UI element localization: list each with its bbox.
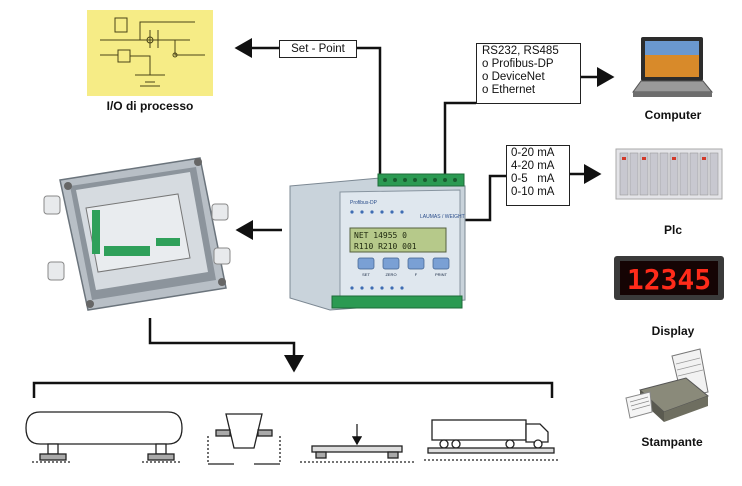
device-key[interactable] <box>432 257 450 270</box>
device-key[interactable] <box>407 257 425 270</box>
printer-label: Stampante <box>641 435 703 449</box>
key-label: PRINT <box>435 272 448 277</box>
serial-output-item: RS232, RS485 <box>482 45 559 57</box>
key-label: ZERO <box>385 272 396 277</box>
platform-scale-application <box>300 424 414 463</box>
serial-output-item: o Ethernet <box>482 84 536 96</box>
device-key[interactable] <box>357 257 375 270</box>
serial-output-item: o Profibus-DP <box>482 58 554 70</box>
plc-label: Plc <box>663 223 682 237</box>
device-key[interactable] <box>382 257 400 270</box>
serial-output-item: o DeviceNet <box>482 71 545 83</box>
analog-output-item: 4-20 mA <box>511 160 555 172</box>
key-label: SET <box>362 272 370 277</box>
display-label: Display <box>651 324 695 338</box>
setpoint-label: Set - Point <box>291 43 345 55</box>
analog-outputs-box: 0-20 mA 4-20 mA 0-5 mA 0-10 mA <box>506 145 570 206</box>
serial-outputs-box: RS232, RS485 o Profibus-DP o DeviceNet o… <box>476 43 581 104</box>
analog-output-item: 0-5 mA <box>511 173 555 185</box>
device-model: LAUMAS / WEIGHT <box>420 214 465 220</box>
lcd-line-2: R110 R210 001 <box>354 242 417 251</box>
setpoint-box: Set - Point <box>279 40 357 58</box>
lcd-line-1: NET 14955 0 <box>354 231 407 240</box>
analog-output-item: 0-20 mA <box>511 147 555 159</box>
key-label: F <box>415 272 418 277</box>
display-digits: 12345 <box>627 263 711 296</box>
hopper-application <box>207 413 281 465</box>
computer-label: Computer <box>644 108 702 122</box>
tank-application <box>25 411 183 463</box>
io-process-label: I/O di processo <box>106 99 194 113</box>
analog-output-item: 0-10 mA <box>511 186 555 198</box>
device-brand: Profibus-DP <box>350 200 378 206</box>
truck-scale-application <box>424 419 560 461</box>
